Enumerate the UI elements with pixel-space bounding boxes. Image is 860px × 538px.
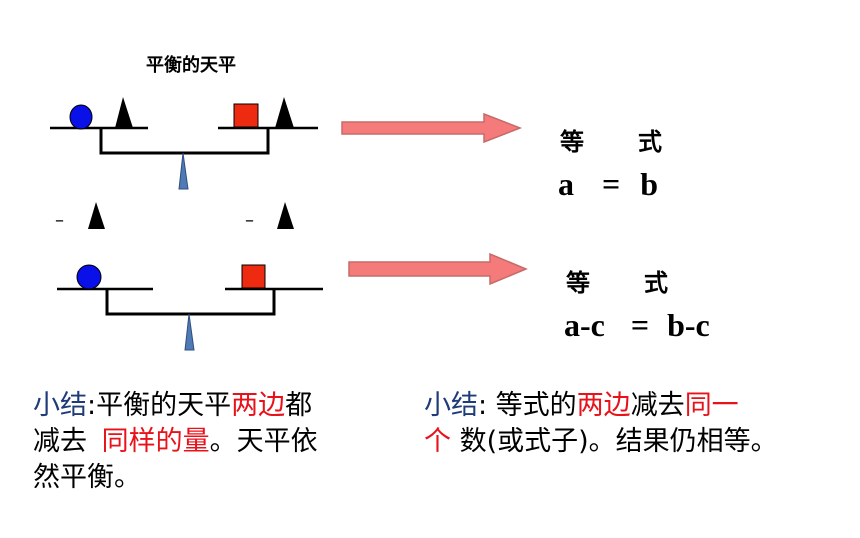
top-label-left: 等 — [560, 128, 584, 156]
removed-left-weight — [88, 202, 105, 229]
bottom-label-right: 式 — [644, 269, 668, 297]
top-beam — [99, 128, 270, 155]
bottom-equation-label: 等式 — [566, 263, 668, 298]
top-eq-right: b — [640, 166, 659, 202]
top-eq-equals: = — [602, 166, 621, 202]
summary-left-p1: :平衡的天平 — [87, 390, 232, 421]
top-pivot — [178, 152, 189, 190]
top-right-weight — [275, 97, 294, 128]
summary-left-p5: 同样的量 — [101, 426, 210, 457]
summary-left-p3: 都 — [285, 390, 313, 421]
removed-weights — [88, 202, 294, 229]
top-equation: a = b — [558, 166, 658, 203]
bottom-beam — [105, 289, 276, 316]
summary-right-p3: 减去 — [630, 390, 685, 421]
bottom-eq-left: a-c — [564, 307, 605, 343]
summary-right-p5: 个 — [424, 426, 451, 457]
summary-right-p1: : 等式的 — [478, 390, 577, 421]
top-arrow — [341, 112, 523, 144]
bottom-label-left: 等 — [566, 269, 590, 297]
minus-sign-right: – — [245, 210, 254, 231]
minus-sign-left: – — [55, 210, 64, 231]
top-balance — [50, 97, 318, 190]
bottom-ball — [76, 264, 102, 290]
summary-left-p6: 。天平依 — [209, 426, 318, 457]
summary-right-p4: 同一 — [684, 390, 739, 421]
summary-left-p7: 然平衡。 — [33, 462, 141, 493]
summary-left-p2: 两边 — [231, 390, 286, 421]
removed-right-weight — [277, 202, 294, 229]
bottom-pivot — [184, 313, 195, 351]
bottom-equation: a-c = b-c — [564, 307, 710, 344]
diagram-title: 平衡的天平 — [146, 55, 236, 76]
summary-right-p6: 数(或式子)。结果仍相等。 — [451, 426, 778, 457]
summary-left: 小结:平衡的天平两边都减去 同样的量。天平依然平衡。 — [33, 388, 388, 496]
bottom-eq-right: b-c — [667, 307, 710, 343]
summary-right-label: 小结 — [424, 390, 478, 421]
summary-right-p2: 两边 — [576, 390, 631, 421]
top-equation-label: 等式 — [560, 122, 662, 157]
bottom-balance — [57, 264, 323, 351]
summary-left-p4: 减去 — [33, 426, 96, 457]
summary-right: 小结: 等式的两边减去同一个 数(或式子)。结果仍相等。 — [424, 388, 854, 460]
bottom-box — [241, 264, 266, 289]
top-label-right: 式 — [638, 128, 662, 156]
top-left-weight — [115, 97, 133, 128]
bottom-arrow — [348, 252, 528, 286]
top-eq-left: a — [558, 166, 574, 202]
summary-left-label: 小结 — [33, 390, 87, 421]
top-ball — [69, 104, 93, 130]
top-box — [233, 103, 259, 128]
bottom-eq-equals: = — [630, 307, 650, 343]
